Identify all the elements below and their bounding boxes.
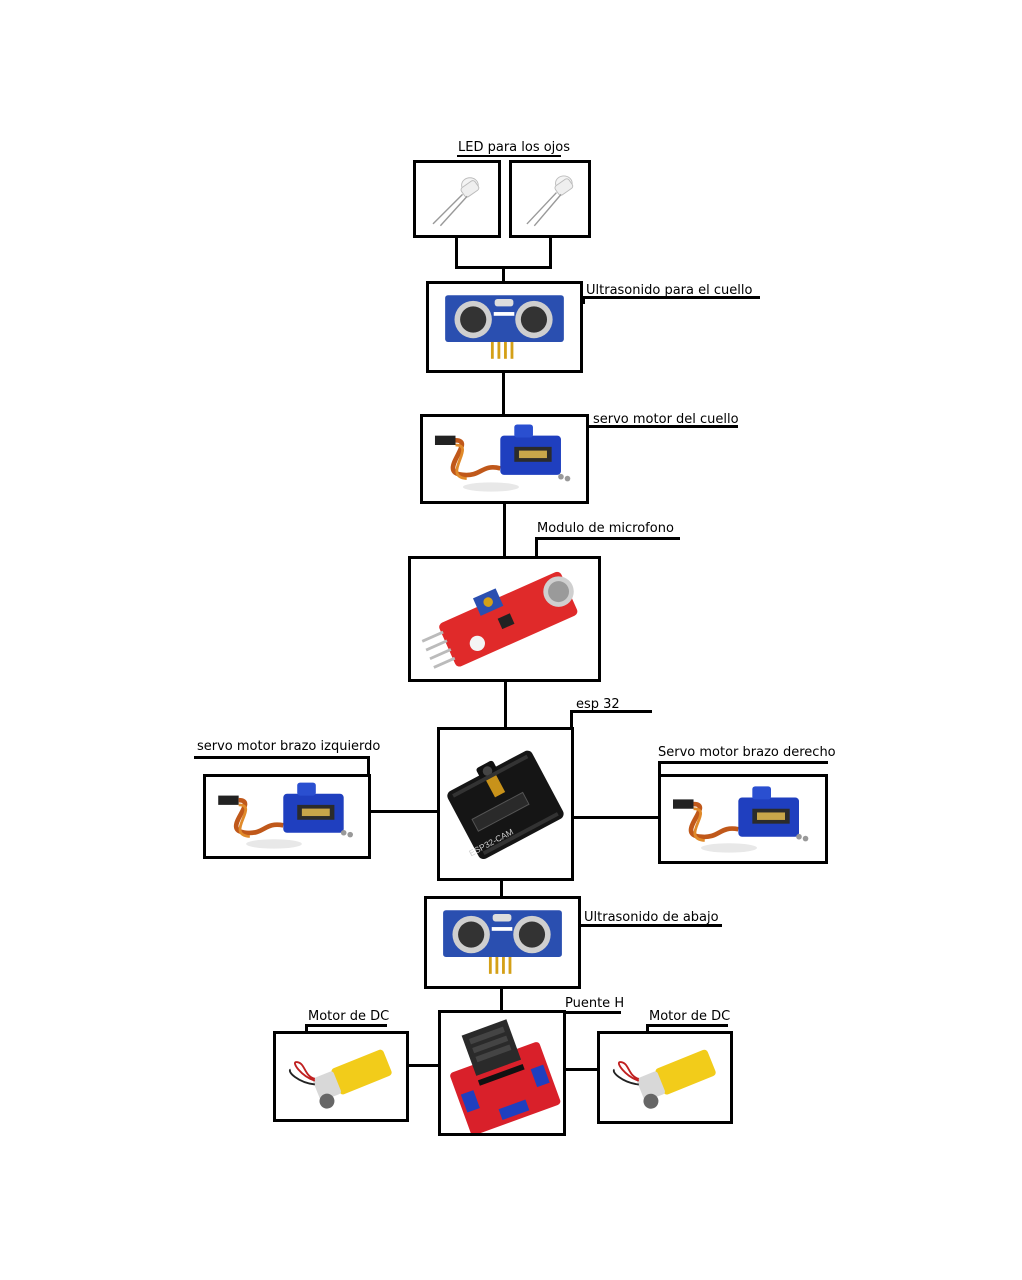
leader-line bbox=[646, 1024, 649, 1034]
connector bbox=[549, 236, 552, 269]
servo-neck-image bbox=[420, 414, 589, 504]
leader-line bbox=[565, 1011, 621, 1014]
connector bbox=[502, 370, 505, 417]
connector bbox=[455, 236, 458, 269]
leader-line bbox=[367, 756, 370, 776]
connector bbox=[503, 502, 506, 558]
leader-line bbox=[305, 1024, 308, 1034]
connector bbox=[406, 1064, 440, 1067]
servo-left-arm-image bbox=[203, 774, 371, 859]
leader-line bbox=[535, 537, 680, 540]
label-servo-neck: servo motor del cuello bbox=[593, 412, 739, 427]
label-servo-right: Servo motor brazo derecho bbox=[658, 745, 836, 760]
led-left-image bbox=[413, 160, 501, 238]
connector bbox=[572, 816, 660, 819]
label-microphone: Modulo de microfono bbox=[537, 521, 674, 536]
connector bbox=[564, 1068, 599, 1071]
h-bridge-image bbox=[438, 1010, 566, 1136]
leader-line bbox=[535, 537, 538, 558]
ultrasonic-top-image bbox=[426, 281, 583, 373]
leader-line bbox=[457, 155, 561, 157]
label-ultrasonic-bottom: Ultrasonido de abajo bbox=[584, 910, 719, 925]
ultrasonic-bottom-image bbox=[424, 896, 581, 989]
label-ultrasonic-top: Ultrasonido para el cuello bbox=[586, 283, 753, 298]
label-servo-left: servo motor brazo izquierdo bbox=[197, 739, 381, 754]
leader-line bbox=[578, 924, 722, 927]
leader-line bbox=[305, 1024, 387, 1027]
label-motor-left: Motor de DC bbox=[308, 1009, 390, 1024]
connector bbox=[504, 680, 507, 728]
connector bbox=[500, 878, 503, 898]
leader-line bbox=[582, 296, 760, 299]
dc-motor-right-image bbox=[597, 1031, 733, 1124]
label-esp32: esp 32 bbox=[576, 697, 620, 712]
connector bbox=[502, 266, 505, 282]
servo-right-arm-image bbox=[658, 774, 828, 864]
leader-line bbox=[570, 710, 652, 713]
dc-motor-left-image bbox=[273, 1031, 409, 1122]
leader-line bbox=[658, 761, 661, 775]
leader-line bbox=[582, 296, 585, 304]
microphone-module-image bbox=[408, 556, 601, 682]
label-motor-right: Motor de DC bbox=[649, 1009, 731, 1024]
esp32-board-image: ESP32-CAM bbox=[437, 727, 574, 881]
leader-line bbox=[194, 756, 370, 759]
leader-line bbox=[658, 761, 828, 764]
label-h-bridge: Puente H bbox=[565, 996, 625, 1011]
connector bbox=[369, 810, 439, 813]
leader-line bbox=[570, 710, 573, 730]
connector bbox=[500, 987, 503, 1011]
led-right-image bbox=[509, 160, 591, 238]
label-led: LED para los ojos bbox=[458, 140, 571, 155]
leader-line bbox=[646, 1024, 728, 1027]
leader-line bbox=[587, 425, 738, 428]
